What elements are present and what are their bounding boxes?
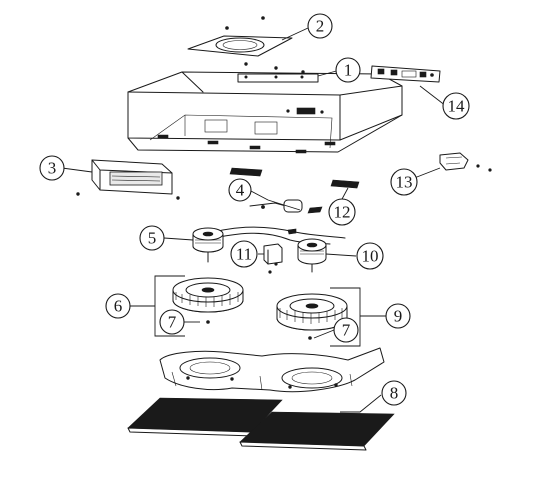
duct-adapter-plate <box>187 16 293 57</box>
callout-9: 9 <box>385 303 411 329</box>
right-blower-wheel <box>276 293 348 340</box>
callout-14-label: 14 <box>448 97 466 116</box>
callout-9-circle <box>385 303 411 329</box>
callout-14-circle <box>442 92 470 120</box>
callout-6-circle <box>105 293 131 319</box>
callout-2-label: 2 <box>316 17 325 36</box>
callout-14: 14 <box>442 92 470 120</box>
callout-7b-circle <box>333 317 359 343</box>
callout-10-label: 10 <box>362 247 379 266</box>
callout-13: 13 <box>390 168 418 196</box>
callout-11-label: 11 <box>236 245 252 264</box>
left-blower-wheel <box>172 277 244 324</box>
callout-1-label: 1 <box>344 61 353 80</box>
callout-7a-circle <box>159 309 185 335</box>
light-lens-pair <box>229 167 360 189</box>
range-hood-body <box>127 62 403 154</box>
blower-housing-plate <box>159 347 385 393</box>
callout-2: 2 <box>307 13 333 39</box>
callout-5: 5 <box>139 225 165 251</box>
callout-6-label: 6 <box>114 297 123 316</box>
callout-1-circle <box>335 57 361 83</box>
callout-4-label: 4 <box>236 181 245 200</box>
callout-3: 3 <box>39 155 65 181</box>
callout-7b: 7 <box>333 317 359 343</box>
callout-8-circle <box>381 380 407 406</box>
callout-11-circle <box>230 240 258 268</box>
callout-4: 4 <box>228 178 252 202</box>
callout-13-circle <box>390 168 418 196</box>
control-panel <box>370 65 441 83</box>
callout-7a-label: 7 <box>168 313 177 332</box>
callout-11: 11 <box>230 240 258 268</box>
callout-10-circle <box>356 242 384 270</box>
capacitor <box>263 243 283 274</box>
callout-5-circle <box>139 225 165 251</box>
callout-7b-label: 7 <box>342 321 351 340</box>
callout-13-label: 13 <box>396 173 413 192</box>
callout-12-circle <box>328 198 356 226</box>
right-blower-motor <box>297 238 327 273</box>
callout-2-circle <box>307 13 333 39</box>
grease-filters <box>127 397 395 451</box>
callout-10: 10 <box>356 242 384 270</box>
leader-lines <box>61 27 447 413</box>
callout-5-label: 5 <box>148 229 157 248</box>
junction-box <box>439 152 492 172</box>
callout-8-label: 8 <box>390 384 399 403</box>
callout-7a: 7 <box>159 309 185 335</box>
light-bulb-assembly <box>249 199 323 214</box>
callout-8: 8 <box>381 380 407 406</box>
callout-1: 1 <box>335 57 361 83</box>
damper-duct-transition <box>76 159 180 200</box>
callout-12-label: 12 <box>334 203 351 222</box>
callout-12: 12 <box>328 198 356 226</box>
left-blower-motor <box>192 227 224 263</box>
callout-4-circle <box>228 178 252 202</box>
callout-3-label: 3 <box>48 159 57 178</box>
callout-3-circle <box>39 155 65 181</box>
callout-6: 6 <box>105 293 131 319</box>
callout-9-label: 9 <box>394 307 403 326</box>
